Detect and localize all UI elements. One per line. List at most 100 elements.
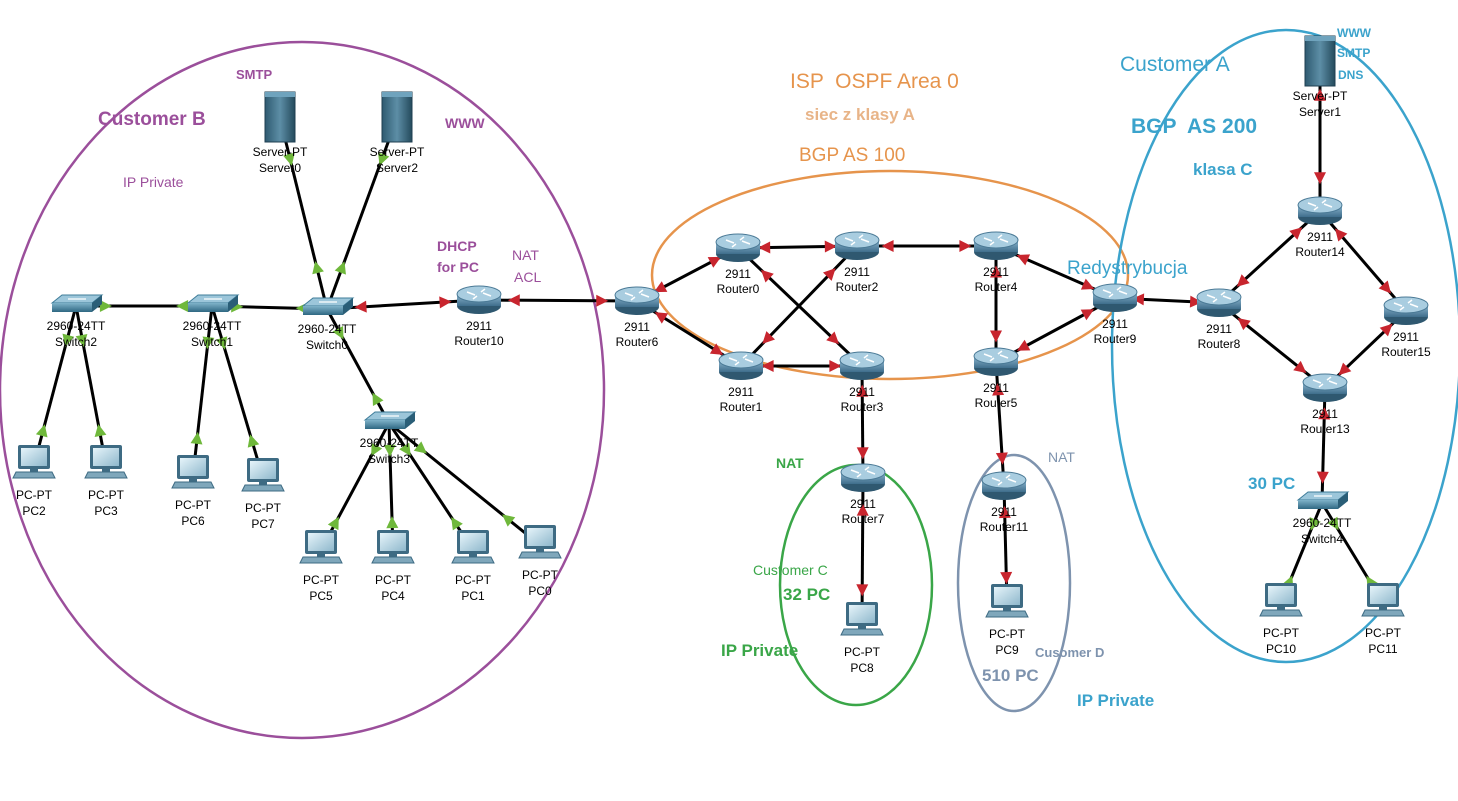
link-switch1-pc7[interactable] — [210, 305, 265, 479]
device-model-label: 2911 — [849, 385, 875, 399]
link-router8-router14[interactable] — [1217, 209, 1322, 305]
link-switch1-pc6[interactable] — [190, 305, 215, 476]
router-icon — [840, 463, 886, 492]
router-icon — [614, 286, 660, 315]
device-name-label: PC1 — [461, 589, 485, 603]
link-switch2-pc2[interactable] — [32, 305, 78, 466]
link-switch0-server0[interactable] — [278, 117, 329, 310]
pc-pc5[interactable]: PC-PT PC5 — [299, 530, 343, 603]
nat-d-annotation: NAT — [1048, 449, 1075, 465]
link-router14-router15[interactable] — [1318, 210, 1408, 312]
device-model-label: PC-PT — [844, 645, 881, 659]
link-router8-router13[interactable] — [1218, 301, 1326, 390]
device-name-label: Router0 — [717, 282, 760, 296]
link-status-down-icon — [990, 265, 1002, 278]
klasa-c-annotation: klasa C — [1193, 160, 1253, 179]
link-status-up-icon — [247, 434, 260, 448]
link-status-down-icon — [995, 452, 1008, 465]
link-switch3-pc5[interactable] — [319, 422, 391, 551]
link-router13-switch4[interactable] — [1316, 387, 1331, 504]
link-switch0-server2[interactable] — [325, 117, 399, 310]
link-status-down-icon — [1379, 323, 1393, 337]
link-router5-router9[interactable] — [995, 296, 1116, 364]
link-router10-router6[interactable] — [478, 294, 638, 307]
link-router7-pc8[interactable] — [856, 477, 869, 623]
link-switch2-pc3[interactable] — [74, 305, 108, 466]
thirty-pc-annotation: 30 PC — [1248, 474, 1295, 493]
router-icon — [981, 471, 1027, 500]
link-status-up-icon — [94, 424, 107, 438]
device-model-label: PC-PT — [989, 627, 1026, 641]
device-name-label: PC5 — [309, 589, 333, 603]
link-router2-router4[interactable] — [857, 240, 996, 252]
link-server1-router14[interactable] — [1314, 62, 1326, 211]
device-model-label: Server-PT — [253, 145, 308, 159]
device-model-label: 2911 — [728, 385, 754, 399]
services-dns-annotation: DNS — [1338, 68, 1363, 82]
link-switch3-pc0[interactable] — [388, 421, 541, 547]
link-router4-router5[interactable] — [990, 246, 1002, 362]
link-status-up-icon — [327, 516, 339, 531]
router-icon — [1383, 296, 1429, 325]
link-status-down-icon — [1236, 274, 1250, 287]
device-name-label: PC10 — [1266, 642, 1296, 656]
link-router3-router7[interactable] — [856, 365, 869, 479]
server-icon — [264, 91, 296, 143]
link-status-down-icon — [881, 240, 894, 252]
link-status-down-icon — [1131, 293, 1145, 306]
link-status-down-icon — [959, 240, 972, 252]
link-status-down-icon — [653, 281, 668, 293]
redystrybucja-annotation: Redystrybucja — [1067, 258, 1188, 279]
link-switch3-pc1[interactable] — [387, 422, 475, 551]
device-name-label: Server1 — [1299, 105, 1341, 119]
link-status-up-icon — [75, 333, 88, 347]
device-name-label: Switch4 — [1301, 532, 1343, 546]
link-status-down-icon — [439, 296, 452, 309]
device-name-label: Router7 — [842, 512, 885, 526]
link-switch0-switch3[interactable] — [325, 308, 391, 424]
link-router5-router11[interactable] — [992, 361, 1008, 487]
device-model-label: PC-PT — [303, 573, 340, 587]
customer-b-region — [0, 40, 606, 740]
link-switch3-pc4[interactable] — [383, 422, 399, 551]
ip-private-b-annotation: IP Private — [123, 174, 184, 190]
link-router1-router2[interactable] — [739, 244, 859, 368]
link-status-up-icon — [283, 152, 295, 166]
link-status-up-icon — [190, 431, 203, 445]
device-model-label: Server-PT — [370, 145, 425, 159]
